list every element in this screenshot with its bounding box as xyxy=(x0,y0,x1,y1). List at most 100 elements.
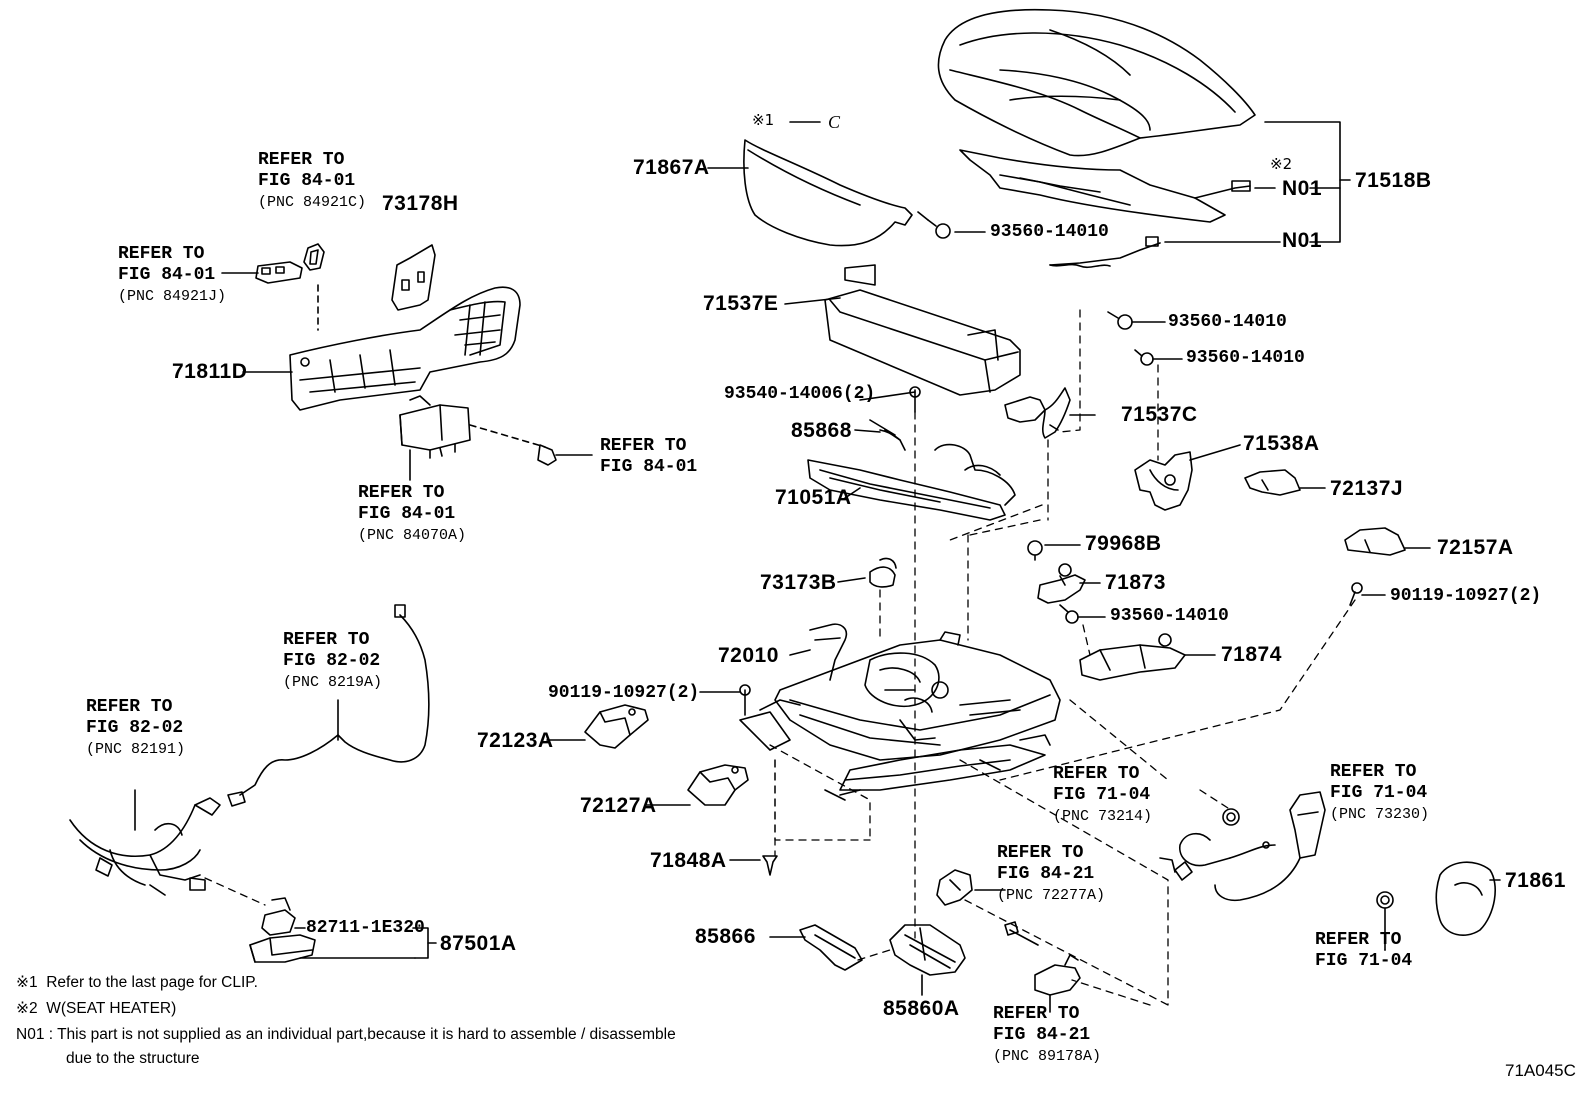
wire-harness-82191-drawing xyxy=(69,789,221,896)
ref-fig: FIG 82-02 xyxy=(283,651,381,671)
ref-fig: FIG 84-01 xyxy=(118,265,216,285)
ref-89178A[interactable]: REFER TO FIG 84-21 (PNC 89178A) xyxy=(993,1004,1101,1067)
ref-refer-to: REFER TO xyxy=(1330,762,1417,782)
footnote-3-text: This part is not supplied as an individu… xyxy=(57,1026,676,1043)
label-n01-a[interactable]: N01 xyxy=(1282,177,1323,200)
footnote-1-mark: ※1 xyxy=(16,974,38,991)
footnote-3-cont: due to the structure xyxy=(66,1050,200,1067)
label-71051A[interactable]: 71051A xyxy=(775,486,852,509)
recliner-cover-71537C-drawing xyxy=(1004,387,1071,439)
label-73178H[interactable]: 73178H xyxy=(382,192,459,215)
ref-refer-to: REFER TO xyxy=(1315,930,1402,950)
ref-refer-to: REFER TO xyxy=(1053,764,1140,784)
label-93560-14010-b[interactable]: 93560-14010 xyxy=(1168,312,1287,332)
footnote-3: N01 : This part is not supplied as an in… xyxy=(16,1027,676,1043)
ref-8219A[interactable]: REFER TO FIG 82-02 (PNC 8219A) xyxy=(283,630,382,693)
label-85860A[interactable]: 85860A xyxy=(883,997,960,1020)
bracket-71873-drawing xyxy=(1037,563,1086,604)
connector-82711-drawing xyxy=(261,897,296,936)
label-71538A[interactable]: 71538A xyxy=(1243,432,1320,455)
label-71874[interactable]: 71874 xyxy=(1221,643,1282,666)
bolt-89178A-drawing xyxy=(1004,921,1081,996)
label-72123A[interactable]: 72123A xyxy=(477,729,554,752)
label-82711-1E320[interactable]: 82711-1E320 xyxy=(306,918,425,938)
label-85868[interactable]: 85868 xyxy=(791,419,852,442)
clip-79968B-drawing xyxy=(1027,540,1043,561)
label-n01-b[interactable]: N01 xyxy=(1282,229,1323,252)
bolt-93560-b-drawing xyxy=(1107,311,1133,330)
ref-pnc: (PNC 73214) xyxy=(1053,808,1153,825)
cover-71874-drawing xyxy=(1079,633,1186,681)
cover-72157A-drawing xyxy=(1344,527,1406,556)
ref-84070A[interactable]: REFER TO FIG 84-01 (PNC 84070A) xyxy=(358,483,466,546)
ref-refer-to: REFER TO xyxy=(258,150,345,170)
ref-pnc: (PNC 84070A) xyxy=(358,527,467,544)
label-71537E[interactable]: 71537E xyxy=(703,292,779,315)
label-93560-14010-d[interactable]: 93560-14010 xyxy=(1110,606,1229,626)
cover-72137J-drawing xyxy=(1244,469,1301,496)
ref-refer-to: REFER TO xyxy=(997,843,1084,863)
footnote-1: ※1 Refer to the last page for CLIP. xyxy=(16,975,258,991)
ref-pnc: (PNC 89178A) xyxy=(993,1048,1102,1065)
ref-fig: FIG 71-04 xyxy=(1330,783,1428,803)
ref-fig: FIG 71-04 xyxy=(1315,951,1413,971)
ref-84921J[interactable]: REFER TO FIG 84-01 (PNC 84921J) xyxy=(118,244,226,307)
label-79968B[interactable]: 79968B xyxy=(1085,532,1162,555)
label-72137J[interactable]: 72137J xyxy=(1330,477,1404,500)
label-71861[interactable]: 71861 xyxy=(1505,869,1566,892)
clip-c-glyph: C xyxy=(828,112,841,132)
wire-harness-8219A-drawing xyxy=(227,604,430,807)
ref-82191[interactable]: REFER TO FIG 82-02 (PNC 82191) xyxy=(86,697,185,760)
ref-refer-to: REFER TO xyxy=(358,483,445,503)
label-71873[interactable]: 71873 xyxy=(1105,571,1166,594)
ref-pnc: (PNC 72277A) xyxy=(997,887,1106,904)
footnote-1-text: Refer to the last page for CLIP. xyxy=(46,974,258,991)
label-72010[interactable]: 72010 xyxy=(718,644,779,667)
part-85866-drawing xyxy=(799,924,863,971)
label-71811D[interactable]: 71811D xyxy=(172,360,248,383)
footnote-2: ※2 W(SEAT HEATER) xyxy=(16,1001,176,1017)
label-87501A[interactable]: 87501A xyxy=(440,932,517,955)
dashed-assembly-lines xyxy=(204,309,1356,1006)
ref-84-01-screw[interactable]: REFER TO FIG 84-01 xyxy=(600,436,697,478)
label-72127A[interactable]: 72127A xyxy=(580,794,657,817)
seat-belt-buckle-drawing xyxy=(1159,791,1394,951)
ref-71-04-nut[interactable]: REFER TO FIG 71-04 xyxy=(1315,930,1412,972)
recliner-cover-71538A-drawing xyxy=(1134,451,1193,511)
label-72157A[interactable]: 72157A xyxy=(1437,536,1514,559)
ref-pnc: (PNC 84921J) xyxy=(118,288,227,305)
ref-fig: FIG 84-21 xyxy=(997,864,1095,884)
label-93540-14006[interactable]: 93540-14006(2) xyxy=(724,384,876,404)
side-shield-drawing xyxy=(289,286,521,411)
label-90119-10927-b[interactable]: 90119-10927(2) xyxy=(1390,586,1542,606)
power-seat-switch-drawing xyxy=(399,395,546,481)
ref-73230[interactable]: REFER TO FIG 71-04 (PNC 73230) xyxy=(1330,762,1429,825)
ref-fig: FIG 82-02 xyxy=(86,718,184,738)
seat-heater-drawing xyxy=(959,149,1251,269)
label-85866[interactable]: 85866 xyxy=(695,925,756,948)
label-71518B[interactable]: 71518B xyxy=(1355,169,1432,192)
ref-refer-to: REFER TO xyxy=(118,244,205,264)
pin-71848A-drawing xyxy=(762,855,778,876)
footnote-3-mark: N01 : xyxy=(16,1026,54,1043)
ref-fig: FIG 71-04 xyxy=(1053,785,1151,805)
label-73173B[interactable]: 73173B xyxy=(760,571,837,594)
clip-73173B-drawing xyxy=(869,557,897,588)
label-71537C[interactable]: 71537C xyxy=(1121,403,1198,426)
ref-84921C[interactable]: REFER TO FIG 84-01 (PNC 84921C) xyxy=(258,150,366,213)
ref-73214[interactable]: REFER TO FIG 71-04 (PNC 73214) xyxy=(1053,764,1152,827)
seat-adjuster-frame-drawing xyxy=(739,623,1061,801)
label-90119-10927-a[interactable]: 90119-10927(2) xyxy=(548,683,700,703)
ref-fig: FIG 84-01 xyxy=(600,457,698,477)
ref-refer-to: REFER TO xyxy=(86,697,173,717)
slide-cover-72123A-drawing xyxy=(584,704,649,749)
ref-pnc: (PNC 84921C) xyxy=(258,194,367,211)
label-71867A[interactable]: 71867A xyxy=(633,156,710,179)
label-93560-14010-c[interactable]: 93560-14010 xyxy=(1186,348,1305,368)
bolt-93540-drawing xyxy=(909,386,921,413)
ref-72277A[interactable]: REFER TO FIG 84-21 (PNC 72277A) xyxy=(997,843,1105,906)
label-93560-14010-a[interactable]: 93560-14010 xyxy=(990,222,1109,242)
label-71848A[interactable]: 71848A xyxy=(650,849,727,872)
